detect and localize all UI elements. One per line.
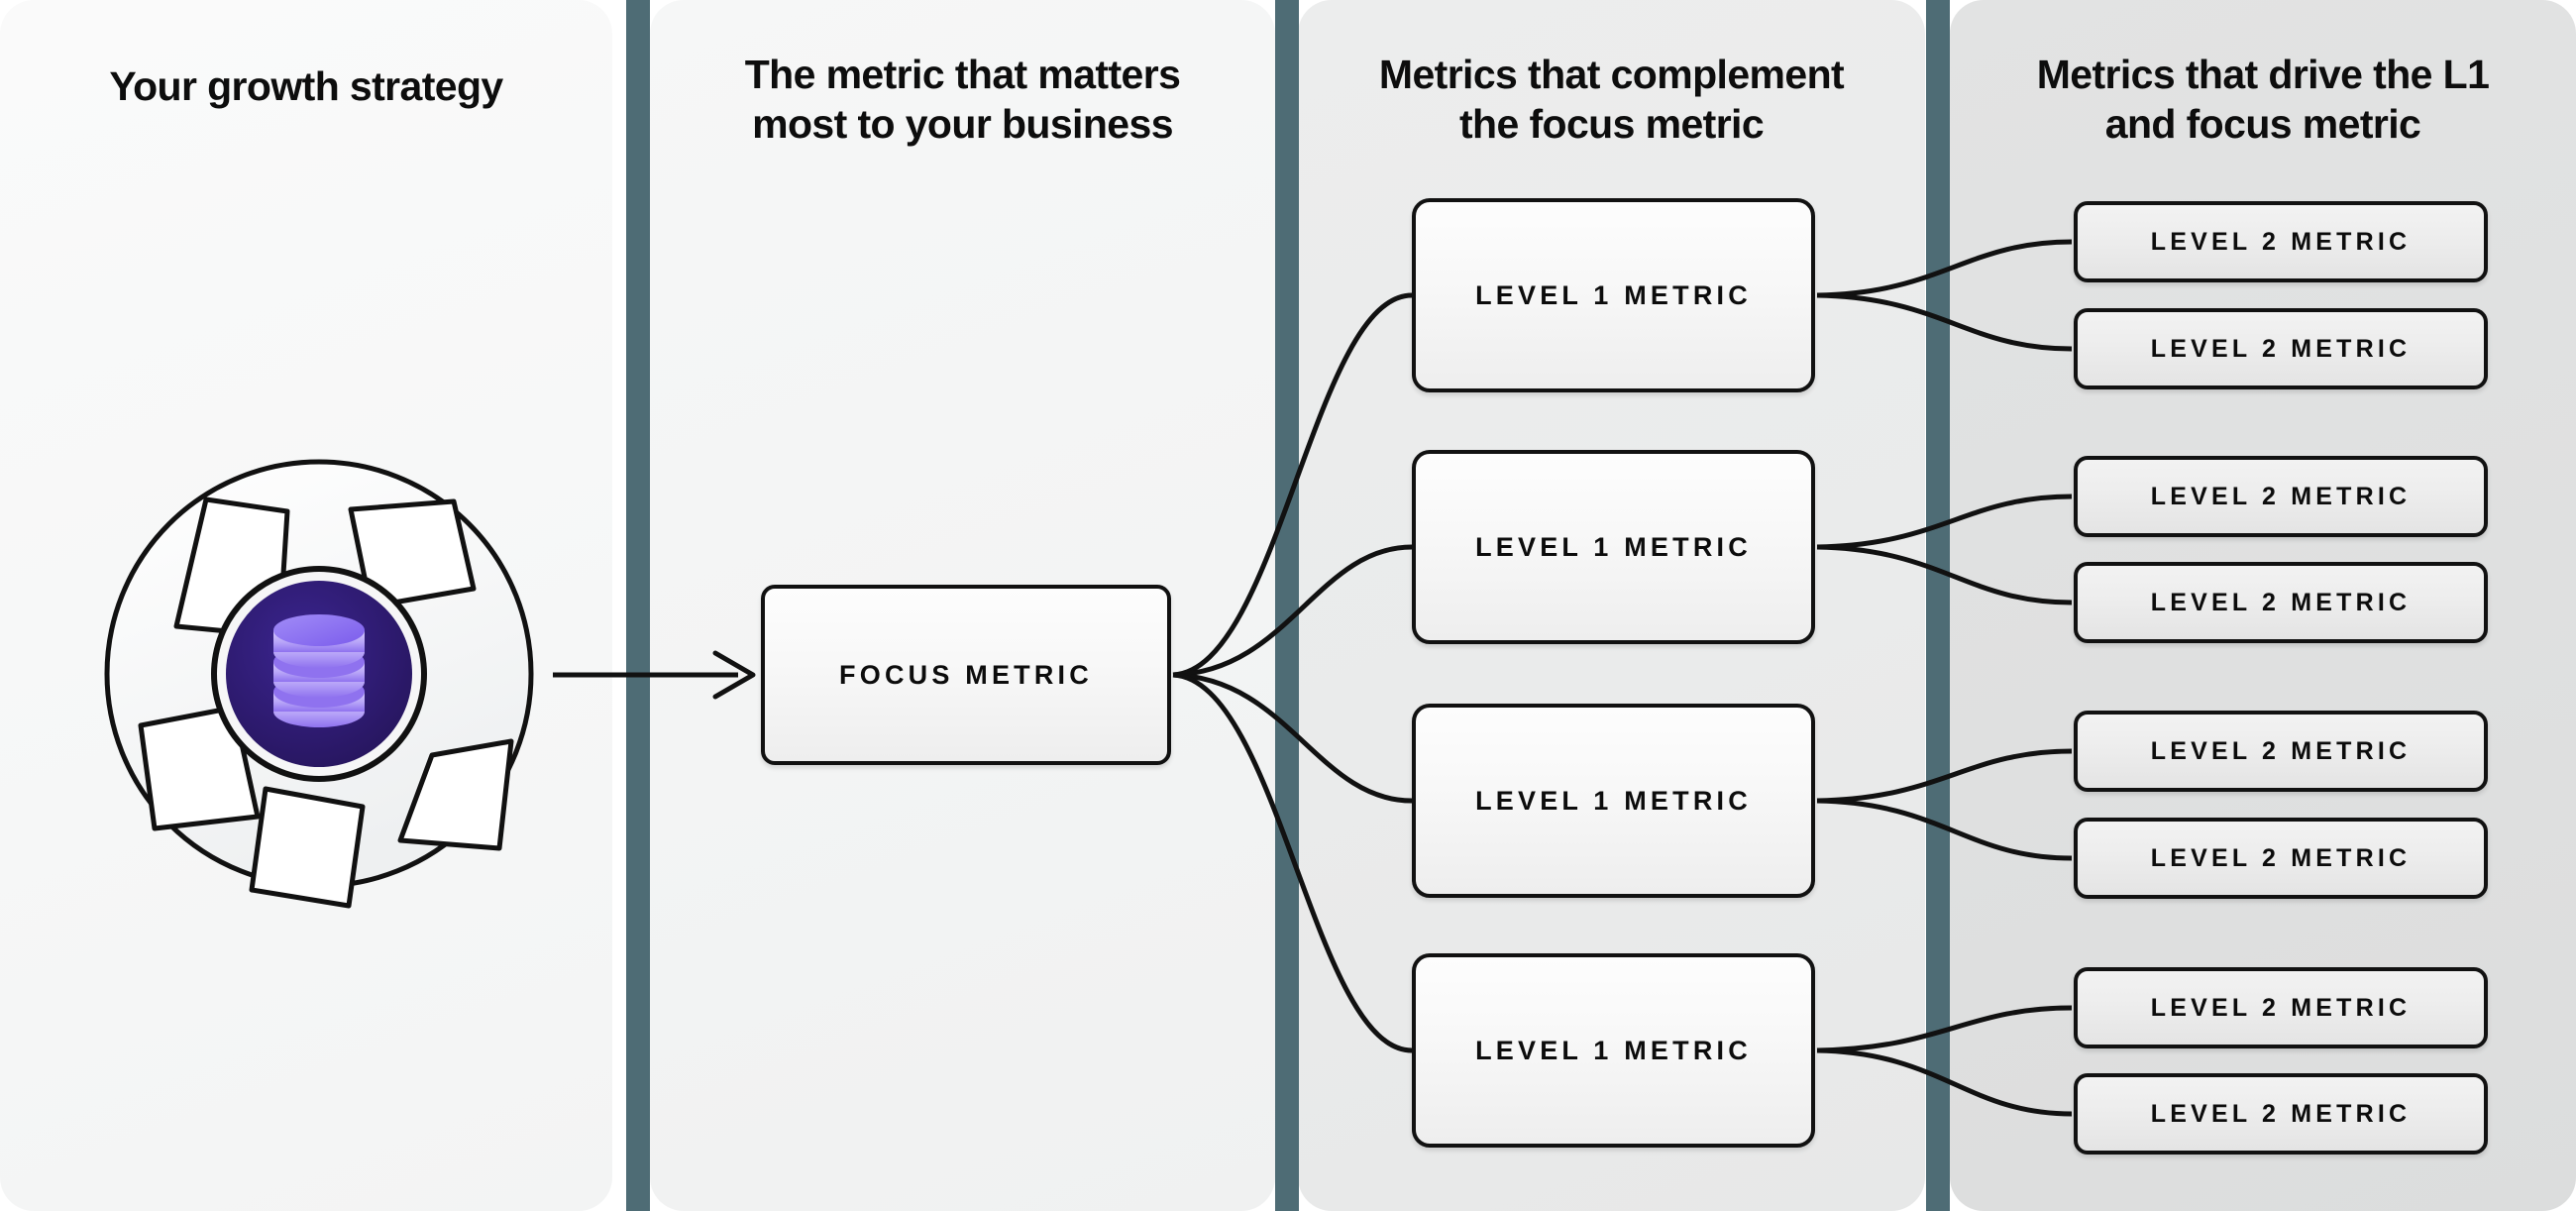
column-heading-focus-metric: The metric that matters most to your bus…: [744, 52, 1181, 148]
node-level1-metric-3[interactable]: LEVEL 1 METRIC: [1412, 704, 1815, 898]
column-divider-2: [1275, 0, 1299, 1211]
node-level1-metric-4[interactable]: LEVEL 1 METRIC: [1412, 953, 1815, 1148]
node-level2-metric-3[interactable]: LEVEL 2 METRIC: [2074, 456, 2488, 537]
node-level2-metric-7[interactable]: LEVEL 2 METRIC: [2074, 967, 2488, 1048]
node-level2-metric-2[interactable]: LEVEL 2 METRIC: [2074, 308, 2488, 389]
node-level2-metric-6[interactable]: LEVEL 2 METRIC: [2074, 818, 2488, 899]
node-level1-metric-2[interactable]: LEVEL 1 METRIC: [1412, 450, 1815, 644]
node-level2-metric-5[interactable]: LEVEL 2 METRIC: [2074, 711, 2488, 792]
column-heading-growth-strategy: Your growth strategy: [109, 63, 503, 109]
column-heading-level2-metrics: Metrics that drive the L1 and focus metr…: [2036, 52, 2490, 148]
node-level2-metric-1[interactable]: LEVEL 2 METRIC: [2074, 201, 2488, 282]
node-level2-metric-8[interactable]: LEVEL 2 METRIC: [2074, 1073, 2488, 1155]
database-icon: [273, 614, 365, 727]
column-divider-1: [626, 0, 650, 1211]
node-level1-metric-1[interactable]: LEVEL 1 METRIC: [1412, 198, 1815, 392]
node-focus-metric[interactable]: FOCUS METRIC: [761, 585, 1171, 765]
column-divider-3: [1926, 0, 1950, 1211]
aperture-database-logo: [85, 432, 553, 916]
column-heading-level1-metrics: Metrics that complement the focus metric: [1378, 52, 1845, 148]
node-level2-metric-4[interactable]: LEVEL 2 METRIC: [2074, 562, 2488, 643]
